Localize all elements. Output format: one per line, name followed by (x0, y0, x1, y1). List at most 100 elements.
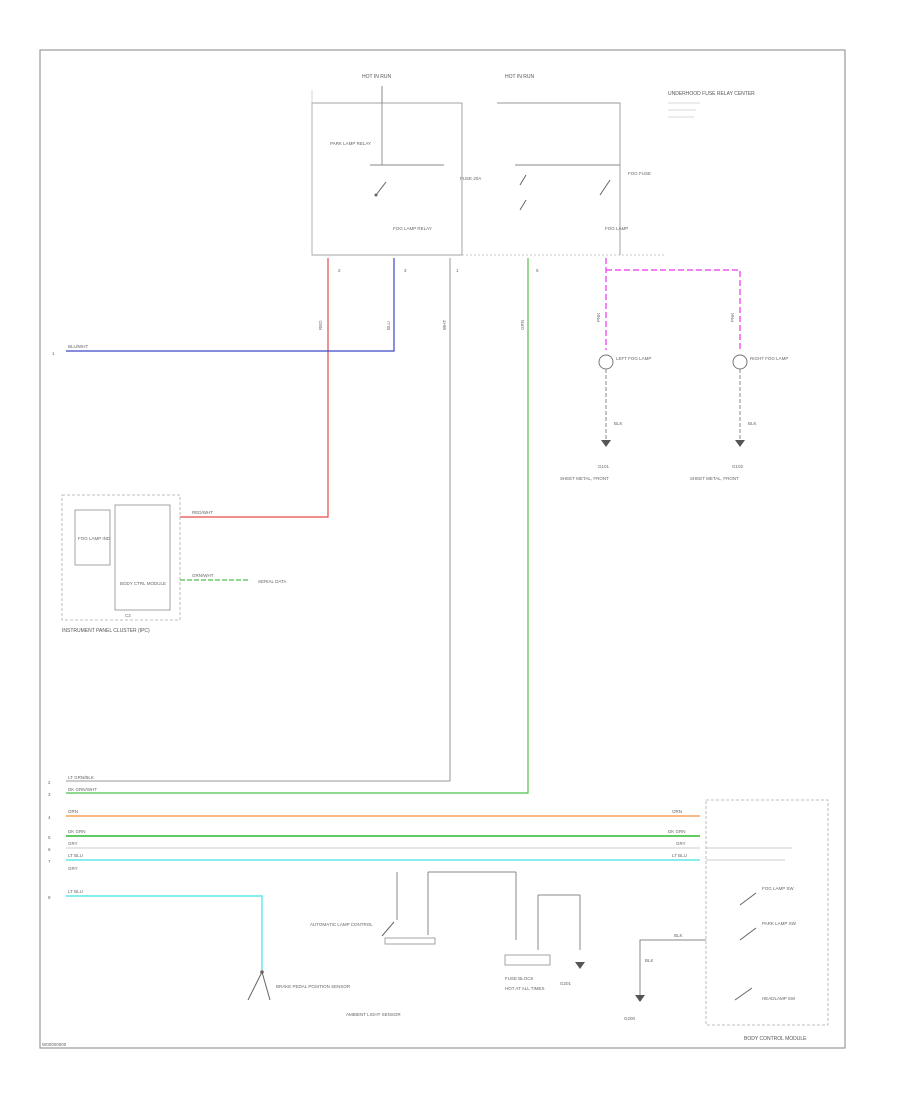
right-relay-contact-2 (519, 199, 527, 211)
left-relay-contact (375, 181, 387, 196)
diagram-frame (39, 49, 846, 1049)
row-label-1: 2 (48, 780, 51, 785)
bcm-ground-symbol (635, 995, 645, 1002)
bcm-switch-1 (739, 892, 757, 906)
light-sensor-box (384, 937, 436, 945)
blue-wire (66, 258, 395, 352)
right-ground-label: G102 (732, 464, 744, 469)
serial-data-label: 1 (52, 351, 55, 356)
bcm-switch-2-label: PARK LAMP SW (762, 921, 797, 926)
brake-switch-symbol (247, 970, 271, 1001)
gray2-left-label: GRY (68, 866, 78, 871)
bcm-label: BODY CONTROL MODULE (744, 1036, 807, 1042)
row-label-5: 6 (48, 847, 51, 852)
bcm-switch-3 (734, 987, 753, 1001)
cyan-right-label: LT BLU (672, 853, 687, 858)
bcm-switch-3-label: HEADLAMP SW (762, 996, 796, 1001)
cyan2-left-label: LT BLU (68, 889, 83, 894)
gray-wire (66, 258, 451, 782)
page-code: W00000000 (42, 1042, 67, 1047)
green-left-label: DK GRN (68, 829, 86, 834)
left-lamp-wire-label: BLK (614, 421, 623, 426)
right-ground-desc: SHEET METAL, FRONT (690, 476, 739, 481)
pin-4: 5 (536, 268, 539, 273)
magenta-left-label: PNK (596, 313, 601, 322)
right-relay-contact-1 (519, 174, 527, 186)
relay-center-box (311, 102, 463, 256)
left-fog-lamp-label: LEFT FOG LAMP (616, 356, 651, 361)
row-label-7: 8 (48, 895, 51, 900)
magenta-wire-right (606, 269, 741, 350)
orange-right-label: ORN (672, 809, 682, 814)
ground-black-label: BLK (645, 958, 654, 963)
right-ground-symbol (735, 440, 745, 447)
row-label-6: 7 (48, 859, 51, 864)
ipc-inner-bottom-label: BODY CTRL MODULE (120, 581, 166, 586)
ipc-connector-label: C2 (125, 613, 131, 618)
auto-lamp-label: AUTOMATIC LAMP CONTROL (310, 922, 373, 927)
right-relay-bottom-label: FOG LAMP (605, 226, 628, 231)
left-relay-terminal (374, 193, 378, 197)
row-label-4: 5 (48, 835, 51, 840)
brake-switch-pivot (260, 970, 264, 974)
green-wire (66, 258, 529, 794)
ground-bot-label: G201 (560, 981, 572, 986)
green-ipc-label: GRN/WHT (192, 573, 214, 578)
ipc-label: INSTRUMENT PANEL CLUSTER (IPC) (62, 628, 150, 634)
red-wire-label: RED (318, 320, 323, 330)
fog-lamp-fuse-label: FOG LAMP RELAY (393, 226, 432, 231)
green-wire-label: GRN (520, 320, 525, 330)
row-label-3: 4 (48, 815, 51, 820)
hot-at-all-label: HOT AT ALL TIMES (505, 986, 545, 991)
green-right-label: DK GRN (668, 829, 686, 834)
cyan-left-label: LT BLU (68, 853, 83, 858)
serial-data-ref: SERIAL DATA (258, 579, 286, 584)
dk-green-left-label: DK GRN/WHT (68, 787, 97, 792)
pin-2: 3 (404, 268, 407, 273)
magenta-right-label: PNK (730, 313, 735, 322)
pin-3: 1 (456, 268, 459, 273)
blue-left-label: BLU/WHT (68, 344, 89, 349)
left-ground-label: G101 (598, 464, 610, 469)
hot-run-left-label: HOT IN RUN (362, 74, 391, 80)
relay-center-title: UNDERHOOD FUSE RELAY CENTER (668, 91, 755, 97)
red-ipc-label: RED/WHT (192, 510, 213, 515)
fuse-block-label: FUSE BLOCK (505, 976, 534, 981)
left-ground-symbol (601, 440, 611, 447)
row-label-2: 3 (48, 792, 51, 797)
left-ground-desc: SHEET METAL, FRONT (560, 476, 609, 481)
right-relay-contact-3 (599, 179, 611, 196)
right-fog-lamp-label: RIGHT FOG LAMP (750, 356, 788, 361)
ipc-inner-right (114, 504, 171, 611)
gray-wire-label: WHT (442, 320, 447, 330)
ipc-inner-top (74, 509, 111, 566)
brake-switch-label: BRAKE PEDAL POSITION SENSOR (276, 984, 351, 989)
hot-run-right-label: HOT IN RUN (505, 74, 534, 80)
right-fog-lamp (732, 354, 748, 370)
fog-relay-box (497, 102, 621, 255)
bcm-box (705, 799, 829, 1026)
bcm-switch-1-label: FOG LAMP SW (762, 886, 794, 891)
red-wire (180, 258, 329, 518)
bcm-ground-wire-label: BLK (674, 933, 683, 938)
bcm-ground-wire (639, 939, 706, 995)
left-relay-side-label: FUSE 20A (460, 176, 481, 181)
bcm-ground-label: G200 (624, 1016, 636, 1021)
left-fog-lamp (598, 354, 614, 370)
park-lamp-relay-label: PARK LAMP RELAY (330, 141, 371, 146)
ground-bot-symbol (575, 962, 585, 969)
orange-left-label: ORN (68, 809, 78, 814)
ipc-inner-top-label: FOG LAMP IND (78, 536, 111, 541)
gray-left-label: GRY (68, 841, 78, 846)
bcm-switch-2 (739, 927, 757, 941)
right-relay-side-label: FOG FUSE (628, 171, 651, 176)
ipc-box (61, 494, 181, 621)
lt-green-left-label: LT GRN/BLK (68, 775, 94, 780)
auto-lamp-switch (381, 921, 395, 937)
fuse-block-box (504, 954, 551, 966)
pin-1: 2 (338, 268, 341, 273)
gray-right-label: GRY (676, 841, 686, 846)
light-sensor-label: AMBIENT LIGHT SENSOR (346, 1012, 401, 1017)
blue-wire-label: BLU (386, 321, 391, 330)
